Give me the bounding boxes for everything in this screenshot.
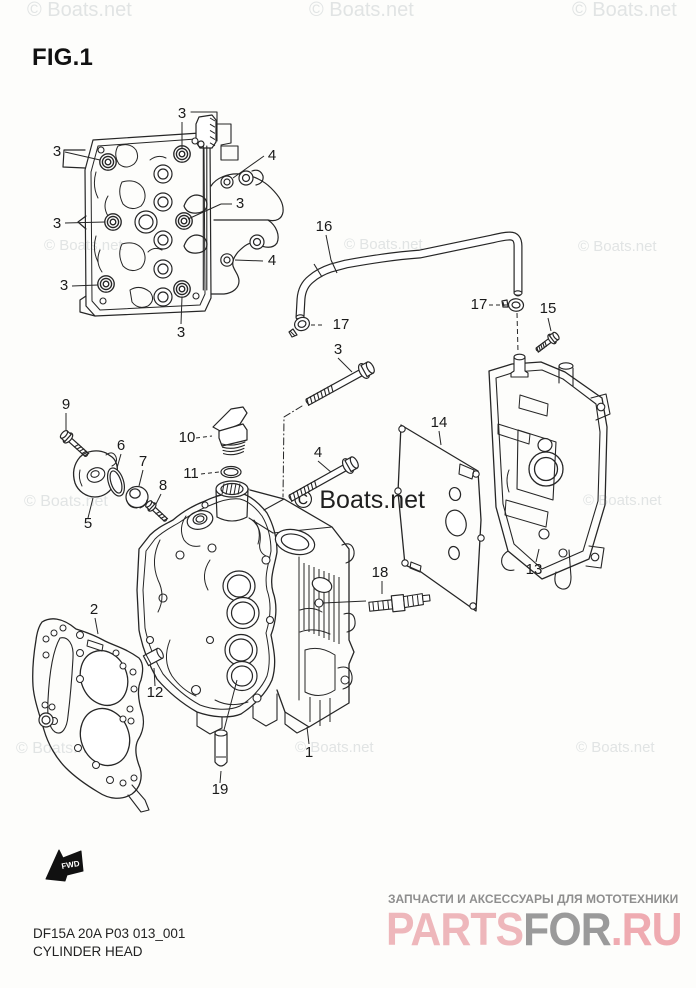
svg-text:19: 19 <box>212 781 229 798</box>
svg-text:3: 3 <box>177 324 185 341</box>
svg-text:3: 3 <box>178 105 186 122</box>
svg-text:13: 13 <box>526 561 543 578</box>
svg-text:© Boats.net: © Boats.net <box>578 238 657 255</box>
svg-text:9: 9 <box>62 396 70 413</box>
svg-text:6: 6 <box>117 437 125 454</box>
svg-text:© Boats.net: © Boats.net <box>572 0 677 21</box>
svg-text:17: 17 <box>471 296 488 313</box>
svg-text:12: 12 <box>147 684 164 701</box>
svg-text:14: 14 <box>431 414 448 431</box>
svg-text:15: 15 <box>540 300 557 317</box>
svg-text:10: 10 <box>179 429 196 446</box>
svg-text:© Boats.net: © Boats.net <box>44 237 123 254</box>
svg-text:© Boats.net: © Boats.net <box>583 492 662 509</box>
svg-text:1: 1 <box>305 744 313 761</box>
svg-text:© Boats.net: © Boats.net <box>294 486 425 514</box>
svg-text:4: 4 <box>314 444 322 461</box>
svg-text:© Boats.net: © Boats.net <box>576 739 655 756</box>
svg-text:© Boats.net: © Boats.net <box>344 236 423 253</box>
svg-text:5: 5 <box>84 515 92 532</box>
svg-text:© Boats.net: © Boats.net <box>309 0 414 21</box>
svg-text:4: 4 <box>268 147 276 164</box>
svg-text:3: 3 <box>236 195 244 212</box>
svg-text:3: 3 <box>53 215 61 232</box>
svg-text:2: 2 <box>90 601 98 618</box>
svg-text:3: 3 <box>334 341 342 358</box>
svg-text:3: 3 <box>60 277 68 294</box>
svg-text:8: 8 <box>159 477 167 494</box>
svg-text:FWD: FWD <box>61 859 81 871</box>
svg-text:17: 17 <box>333 316 350 333</box>
svg-text:18: 18 <box>372 564 389 581</box>
svg-text:© Boats.net: © Boats.net <box>27 0 132 21</box>
svg-text:© Boats.net: © Boats.net <box>295 739 374 756</box>
svg-text:16: 16 <box>316 218 333 235</box>
svg-text:7: 7 <box>139 453 147 470</box>
svg-text:4: 4 <box>268 252 276 269</box>
svg-text:© Boats.net: © Boats.net <box>24 493 108 510</box>
svg-text:11: 11 <box>183 465 199 482</box>
svg-text:3: 3 <box>53 143 61 160</box>
